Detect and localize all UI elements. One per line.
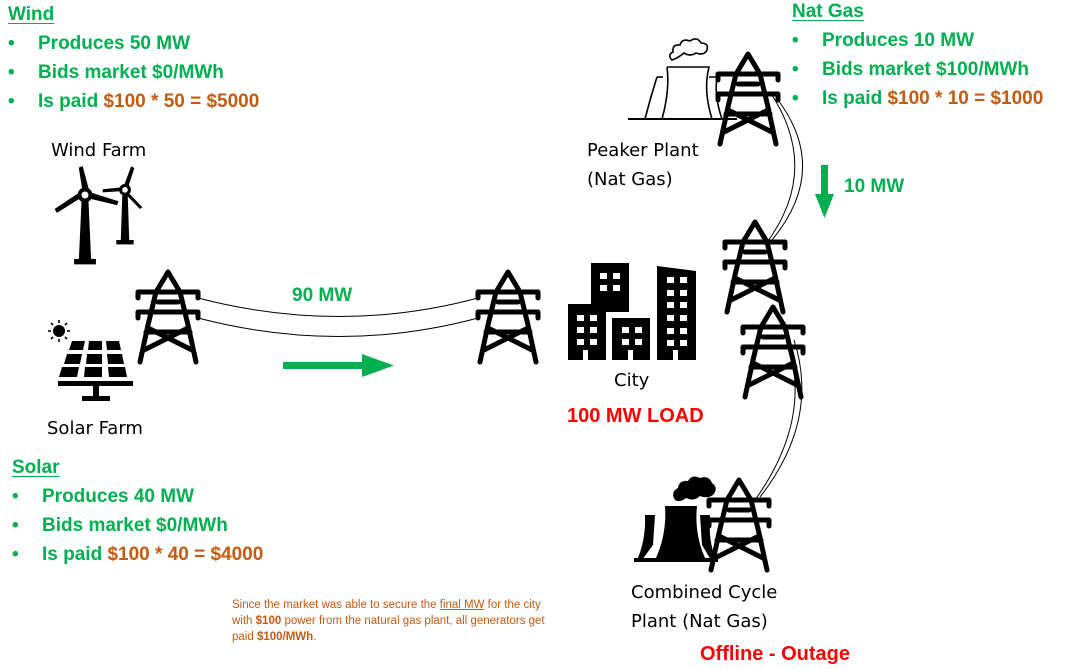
wind-bullet: •Bids market $0/MWh <box>8 62 224 83</box>
natgas-payment: $100 * 10 = $1000 <box>887 88 1044 109</box>
peaker-plant-label-line1: Peaker Plant <box>587 140 699 161</box>
main-flow-label: 90 MW <box>292 285 353 306</box>
solar-farm-label: Solar Farm <box>47 418 143 439</box>
wind-turbine-icon <box>54 166 143 265</box>
wind-info: Wind •Produces 50 MW •Bids market $0/MWh… <box>8 0 259 116</box>
wind-bullet: •Produces 50 MW <box>8 33 191 54</box>
natgas-bullet: •Is paid $100 * 10 = $1000 <box>792 88 1044 109</box>
peaker-flow-label: 10 MW <box>844 176 905 197</box>
combined-cycle-plant-icon <box>634 476 718 562</box>
combined-cycle-label-line1: Combined Cycle <box>631 582 778 603</box>
solar-info: Solar •Produces 40 MW •Bids market $0/MW… <box>12 453 263 569</box>
peaker-plant-icon <box>628 38 737 120</box>
wind-payment: $100 * 50 = $5000 <box>103 91 260 112</box>
natgas-bullet: •Bids market $100/MWh <box>792 59 1029 80</box>
city-buildings-icon <box>568 263 696 360</box>
market-explanation-note: Since the market was able to secure the … <box>232 599 545 643</box>
tower-peaker-icon <box>718 54 778 144</box>
solar-payment: $100 * 40 = $4000 <box>107 544 264 565</box>
power-lines <box>197 91 804 501</box>
solar-bullet: •Is paid $100 * 40 = $4000 <box>12 544 264 565</box>
natgas-info: Nat Gas •Produces 10 MW •Bids market $10… <box>792 0 1043 113</box>
wind-farm-label: Wind Farm <box>51 140 147 161</box>
note-underlined: final MW <box>439 599 485 611</box>
wind-heading: Wind <box>8 4 55 25</box>
flow-arrow-right-icon <box>283 354 394 377</box>
natgas-bullet: •Produces 10 MW <box>792 30 975 51</box>
combined-cycle-label-line2: Plant (Nat Gas) <box>631 611 768 632</box>
solar-heading: Solar <box>12 457 60 478</box>
outage-status: Offline - Outage <box>700 643 850 665</box>
city-load-label: 100 MW LOAD <box>567 405 704 427</box>
sun-icon <box>48 320 70 342</box>
solar-bullet: •Bids market $0/MWh <box>12 515 228 536</box>
tower-solar-icon <box>138 272 198 362</box>
solar-panel-icon <box>48 320 133 401</box>
tower-mid-lower-icon <box>743 307 803 397</box>
peaker-plant-label-line2: (Nat Gas) <box>587 169 673 190</box>
wind-bullet: •Is paid $100 * 50 = $5000 <box>8 91 260 112</box>
flow-arrow-down-icon <box>815 165 834 218</box>
city-label: City <box>614 370 650 391</box>
natgas-heading: Nat Gas <box>792 1 864 22</box>
solar-bullet: •Produces 40 MW <box>12 486 195 507</box>
tower-city-icon <box>478 272 538 362</box>
